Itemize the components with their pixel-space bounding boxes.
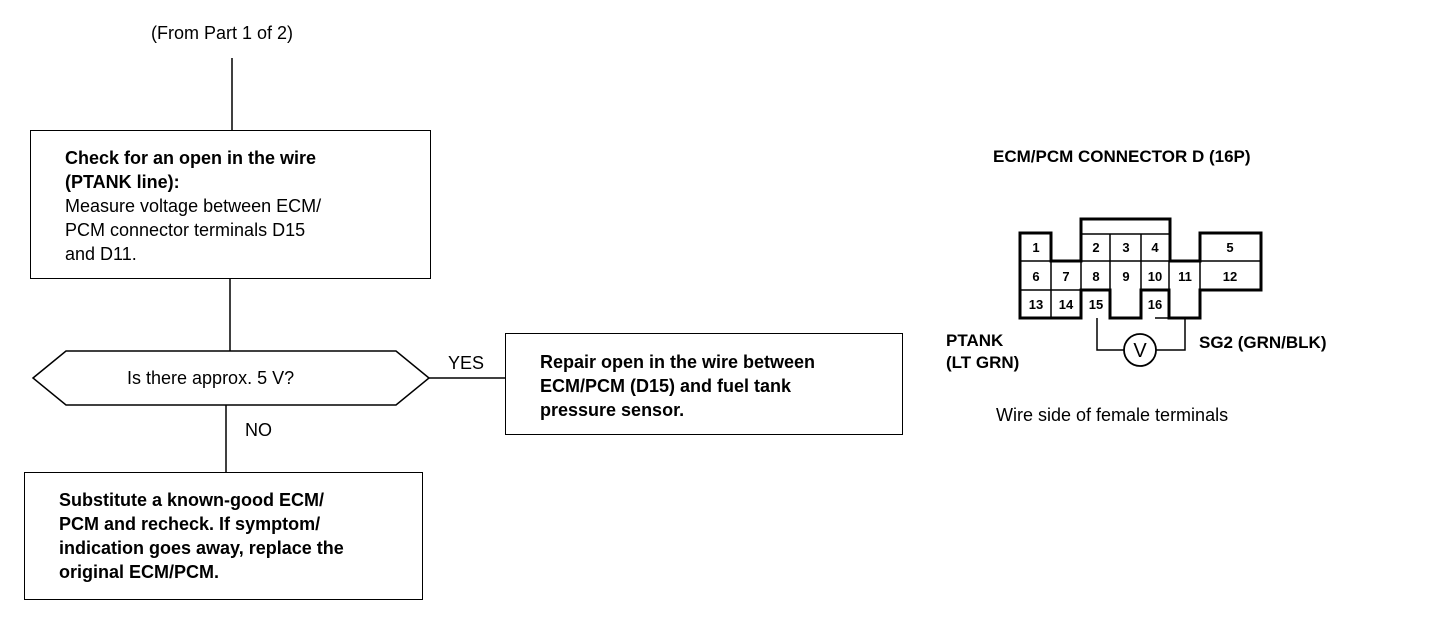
ptank-wire-label: PTANK (LT GRN) — [946, 330, 1019, 374]
voltmeter-wiring — [1096, 317, 1186, 351]
substitute-step-box: Substitute a known-good ECM/ PCM and rec… — [24, 472, 423, 600]
connector-grid — [1020, 233, 1261, 318]
pin-8: 8 — [1092, 269, 1099, 284]
check-step-title-2: (PTANK line): — [65, 172, 180, 192]
ptank-wire-name: PTANK — [946, 331, 1004, 350]
pin-9: 9 — [1122, 269, 1129, 284]
connector-pins: 1 2 3 4 5 6 7 8 9 10 11 12 13 14 15 16 — [1029, 240, 1237, 312]
decision-question: Is there approx. 5 V? — [127, 368, 295, 388]
pin-12: 12 — [1223, 269, 1237, 284]
pin-7: 7 — [1062, 269, 1069, 284]
check-step-body-3: and D11. — [65, 244, 137, 264]
pin-6: 6 — [1032, 269, 1039, 284]
repair-step-line-2: ECM/PCM (D15) and fuel tank — [540, 376, 792, 396]
pin-3: 3 — [1122, 240, 1129, 255]
voltmeter-symbol: V — [1133, 340, 1147, 362]
pin-5: 5 — [1226, 240, 1233, 255]
connector-caption: Wire side of female terminals — [996, 405, 1229, 425]
check-step-body-2: PCM connector terminals D15 — [65, 220, 306, 240]
voltmeter-icon — [1123, 333, 1157, 367]
check-step-body-1: Measure voltage between ECM/ — [65, 196, 322, 216]
repair-step-box: Repair open in the wire between ECM/PCM … — [505, 333, 903, 435]
pin-2: 2 — [1092, 240, 1099, 255]
repair-step-line-3: pressure sensor. — [540, 400, 685, 420]
yes-label: YES — [448, 353, 485, 373]
no-label: NO — [245, 420, 272, 440]
pin-10: 10 — [1148, 269, 1162, 284]
sg2-wire-label: SG2 (GRN/BLK) — [1199, 333, 1327, 352]
ptank-wire-color: (LT GRN) — [946, 353, 1020, 372]
from-part-label: (From Part 1 of 2) — [151, 23, 294, 43]
pin-1: 1 — [1032, 240, 1039, 255]
pin-4: 4 — [1151, 240, 1159, 255]
check-step-title-1: Check for an open in the wire — [65, 148, 317, 168]
pin-14: 14 — [1059, 297, 1074, 312]
substitute-step-line-2: PCM and recheck. If symptom/ — [59, 514, 321, 534]
substitute-step-line-4: original ECM/PCM. — [59, 562, 220, 582]
repair-step-line-1: Repair open in the wire between — [540, 352, 816, 372]
check-step-box: Check for an open in the wire (PTANK lin… — [30, 130, 431, 279]
pin-11: 11 — [1178, 269, 1192, 284]
pin-13: 13 — [1029, 297, 1043, 312]
pin-15: 15 — [1089, 297, 1103, 312]
substitute-step-line-1: Substitute a known-good ECM/ — [59, 490, 324, 510]
connector-title: ECM/PCM CONNECTOR D (16P) — [993, 147, 1251, 166]
pin-16: 16 — [1148, 297, 1162, 312]
substitute-step-line-3: indication goes away, replace the — [59, 538, 344, 558]
